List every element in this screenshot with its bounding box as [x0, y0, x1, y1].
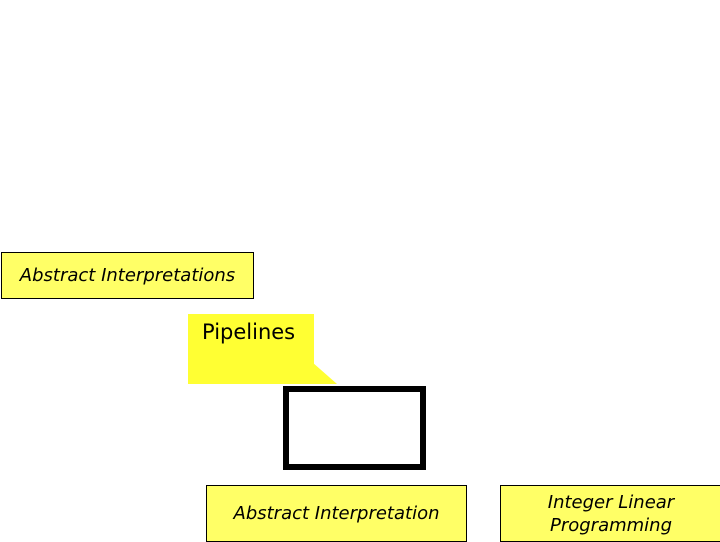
pipelines-label: Pipelines: [202, 320, 296, 344]
abstract-interpretations-label: Abstract Interpretations: [19, 265, 236, 286]
abstract-interpretations-box: Abstract Interpretations: [1, 252, 254, 299]
ilp-line-2: Programming: [549, 514, 672, 536]
callout-tail-shape: [312, 362, 337, 384]
ilp-text: Integer Linear Programming: [548, 491, 674, 537]
black-frame-box: [283, 386, 426, 470]
abstract-interpretation-label: Abstract Interpretation: [233, 503, 440, 524]
integer-linear-programming-box: Integer Linear Programming: [500, 485, 720, 542]
pipelines-callout: Pipelines: [188, 314, 314, 384]
abstract-interpretation-box: Abstract Interpretation: [206, 485, 467, 542]
ilp-line-1: Integer Linear: [547, 491, 675, 513]
